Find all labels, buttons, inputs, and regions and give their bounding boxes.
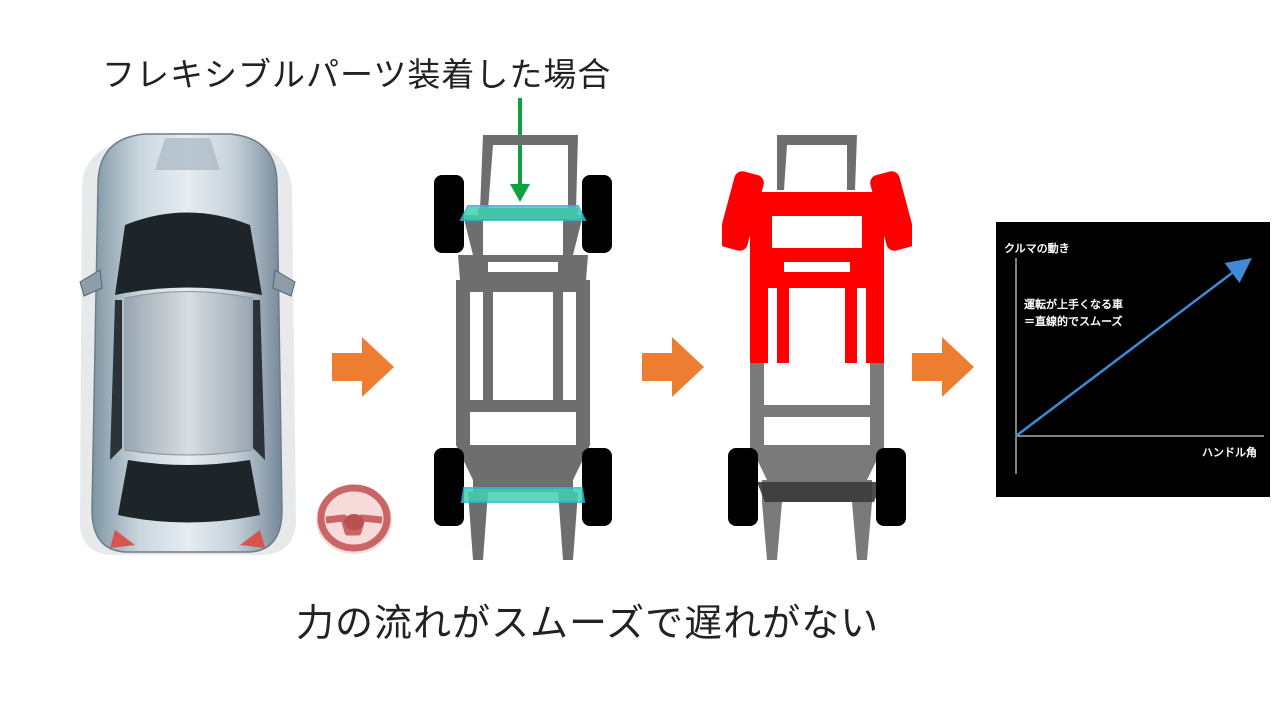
chassis-diagram-flexible	[434, 135, 612, 560]
graph-series-line	[1015, 257, 1252, 437]
flow-arrow-icon-1	[332, 337, 394, 397]
flow-arrow-icon-2	[642, 337, 704, 397]
flexible-part-rear	[460, 487, 586, 503]
top-caption: フレキシブルパーツ装着した場合	[102, 55, 612, 94]
graph-plot-area	[1015, 257, 1264, 474]
graph-annotation-line1: 運転が上手くなる車	[1024, 298, 1123, 311]
graph-annotation-line2: ＝直線的でスムーズ	[1024, 315, 1123, 328]
steering-wheel-icon	[316, 484, 392, 554]
graph-y-axis-label: クルマの動き	[1004, 242, 1070, 255]
flow-arrow-icon-3	[912, 337, 974, 397]
flexible-part-front	[459, 205, 587, 221]
chassis-diagram-force-flow	[722, 135, 912, 560]
response-graph: クルマの動き 運転が上手くなる車 ＝直線的でスムーズ ハンドル角	[996, 222, 1270, 497]
bottom-caption: 力の流れがスムーズで遅れがない	[296, 601, 880, 645]
graph-x-axis-label: ハンドル角	[1202, 446, 1257, 459]
car-top-view-image	[79, 133, 296, 555]
